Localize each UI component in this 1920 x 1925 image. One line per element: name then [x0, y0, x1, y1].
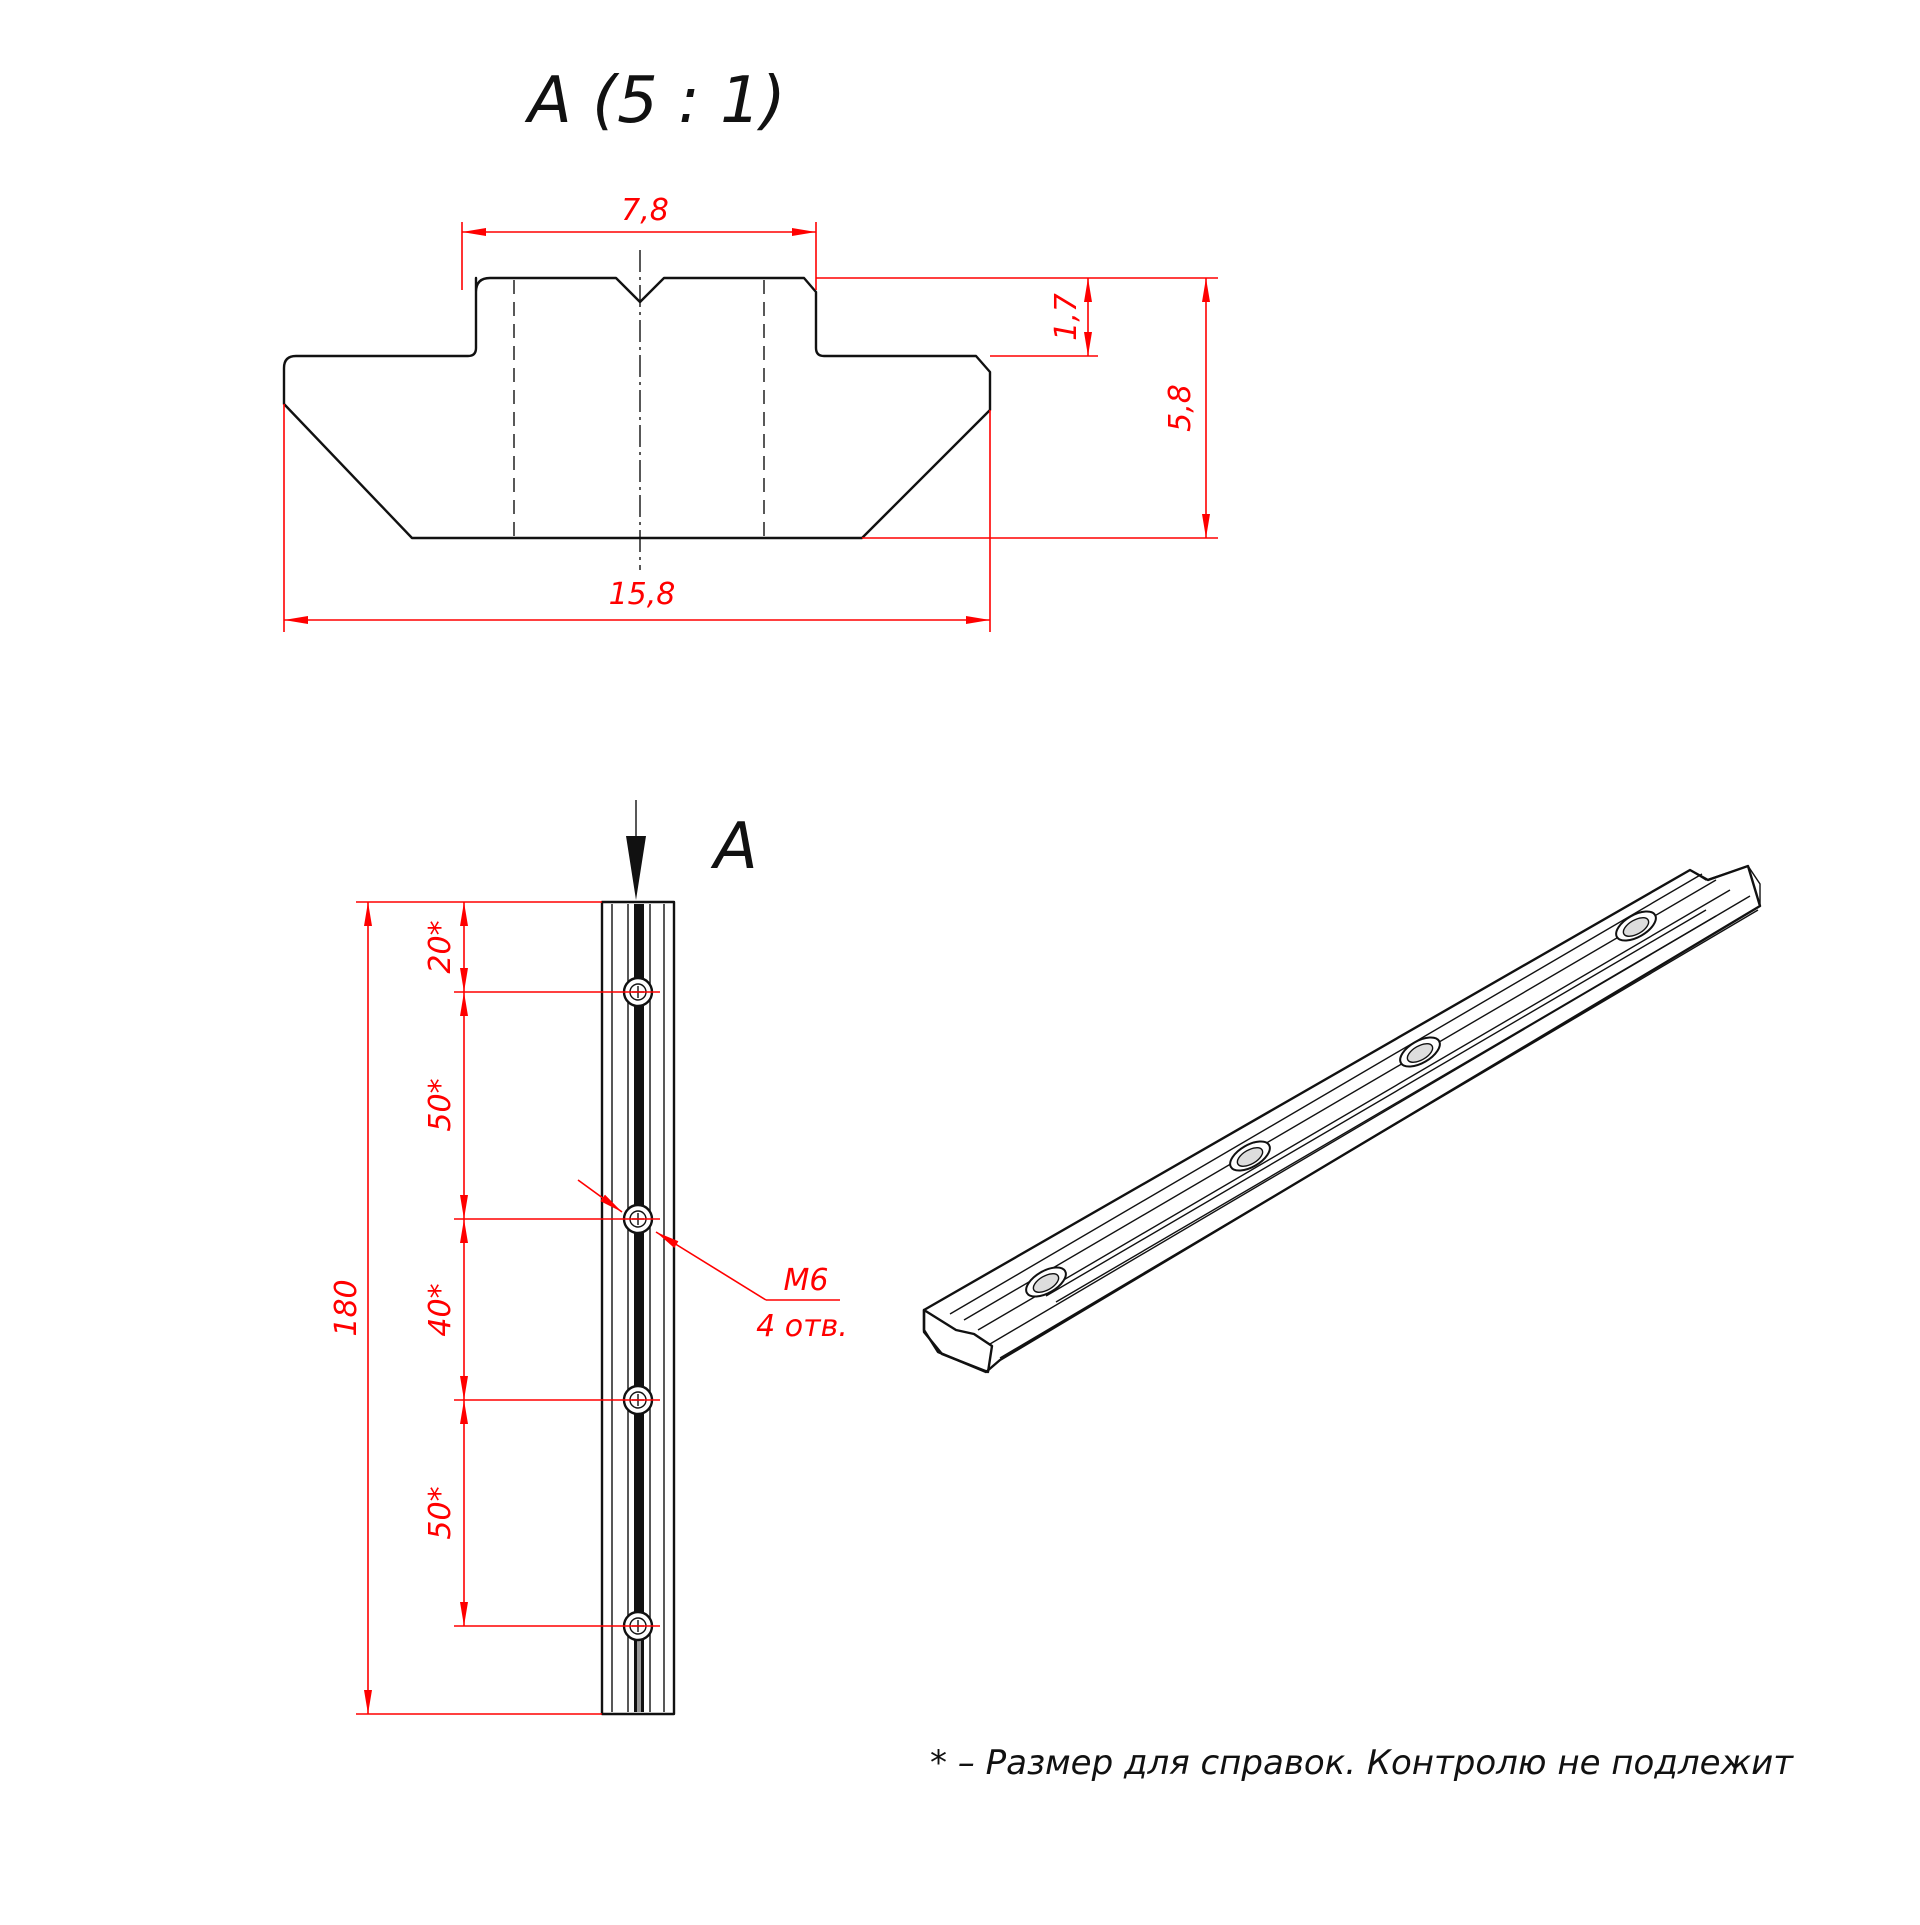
iso-threaded-hole — [1615, 910, 1657, 942]
dim-segment-3: 40* — [423, 1283, 458, 1336]
detail-view-title: А (5 : 1) — [524, 64, 786, 138]
hole-callout-thread: М6 — [784, 1263, 829, 1298]
iso-edge — [949, 873, 1703, 1315]
dim-top-width: 7,8 — [621, 193, 669, 228]
dim-step-height: 1,7 — [1049, 293, 1084, 341]
main-view: А — [329, 800, 848, 1716]
dim-total-width: 15,8 — [609, 577, 676, 612]
hole-leader-line — [655, 1231, 767, 1301]
dim-segment-1: 20* — [423, 920, 458, 973]
dim-segment-2: 50* — [423, 1078, 458, 1131]
iso-threaded-hole — [1399, 1036, 1441, 1068]
iso-threaded-hole — [1025, 1266, 1067, 1298]
iso-edge — [999, 909, 1759, 1359]
iso-slot-line — [1045, 909, 1707, 1297]
dim-segment-4: 50* — [423, 1486, 458, 1539]
iso-slot-line — [1055, 915, 1717, 1303]
isometric-view — [922, 864, 1762, 1374]
dim-total-length: 180 — [329, 1279, 364, 1336]
iso-body-outline — [922, 864, 1762, 1374]
footnote: * – Размер для справок. Контролю не подл… — [930, 1743, 1794, 1783]
iso-far-end — [1689, 865, 1761, 906]
iso-edge — [977, 889, 1731, 1331]
hole-callout-count: 4 отв. — [756, 1309, 848, 1344]
view-arrow-head — [626, 836, 646, 900]
bar-slot — [634, 904, 644, 1712]
iso-end-profile — [922, 1308, 994, 1374]
threaded-hole — [622, 1610, 654, 1642]
bar-slot-highlight — [637, 1640, 641, 1712]
dim-total-height: 5,8 — [1163, 384, 1198, 432]
iso-edge — [963, 879, 1717, 1321]
iso-threaded-hole — [1229, 1140, 1271, 1172]
hole-leader-arrow — [577, 1179, 623, 1213]
view-label: А — [710, 810, 758, 884]
detail-view: А (5 : 1) 7,8 1,7 5,8 15,8 — [282, 64, 1218, 632]
bar-outline — [600, 900, 676, 1716]
profile-section-outline — [282, 276, 992, 540]
